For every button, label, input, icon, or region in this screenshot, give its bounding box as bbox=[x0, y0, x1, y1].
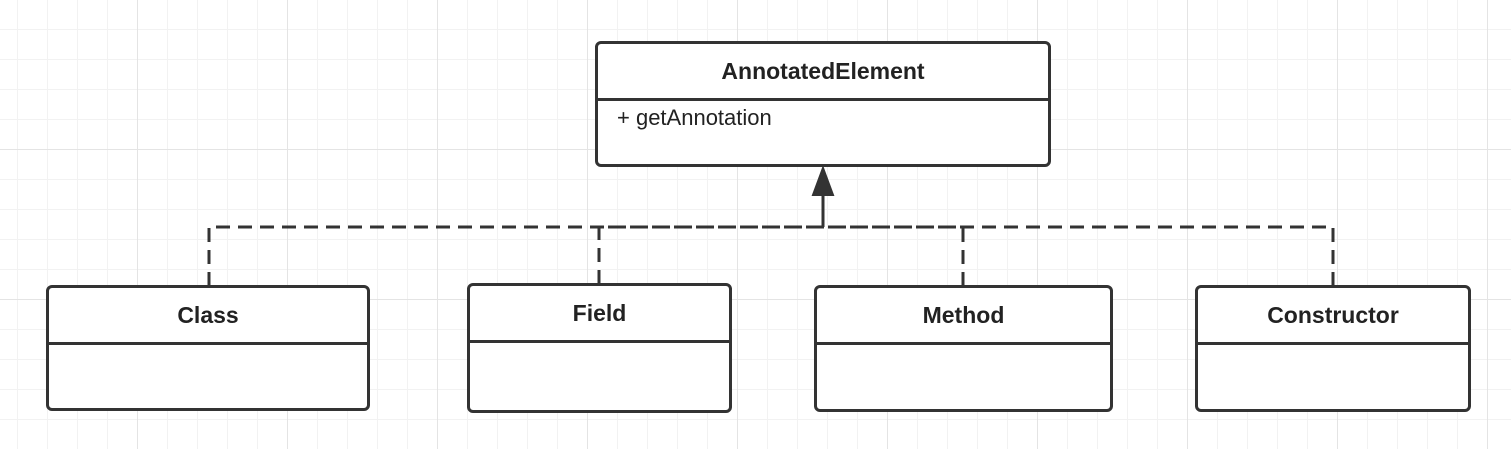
class-box-class[interactable]: Class bbox=[46, 285, 370, 411]
class-members-constructor bbox=[1198, 345, 1468, 349]
class-box-constructor[interactable]: Constructor bbox=[1195, 285, 1471, 412]
class-box-annotatedelement[interactable]: AnnotatedElement + getAnnotation bbox=[595, 41, 1051, 167]
class-box-method[interactable]: Method bbox=[814, 285, 1113, 412]
class-members-annotatedelement: + getAnnotation bbox=[598, 101, 1048, 131]
class-name-annotatedelement: AnnotatedElement bbox=[598, 44, 1048, 101]
class-members-field bbox=[470, 343, 729, 347]
class-name-field: Field bbox=[470, 286, 729, 343]
class-members-class bbox=[49, 345, 367, 349]
class-members-method bbox=[817, 345, 1110, 349]
class-name-method: Method bbox=[817, 288, 1110, 345]
realization-arrowhead[interactable] bbox=[811, 165, 835, 196]
class-name-constructor: Constructor bbox=[1198, 288, 1468, 345]
class-name-class: Class bbox=[49, 288, 367, 345]
realization-connector-constructor[interactable] bbox=[823, 225, 1335, 286]
member-getannotation: + getAnnotation bbox=[617, 105, 772, 130]
realization-connector-class[interactable] bbox=[207, 225, 823, 286]
realization-connector-method[interactable] bbox=[823, 225, 965, 286]
realization-connector-field[interactable] bbox=[597, 225, 823, 284]
class-box-field[interactable]: Field bbox=[467, 283, 732, 413]
